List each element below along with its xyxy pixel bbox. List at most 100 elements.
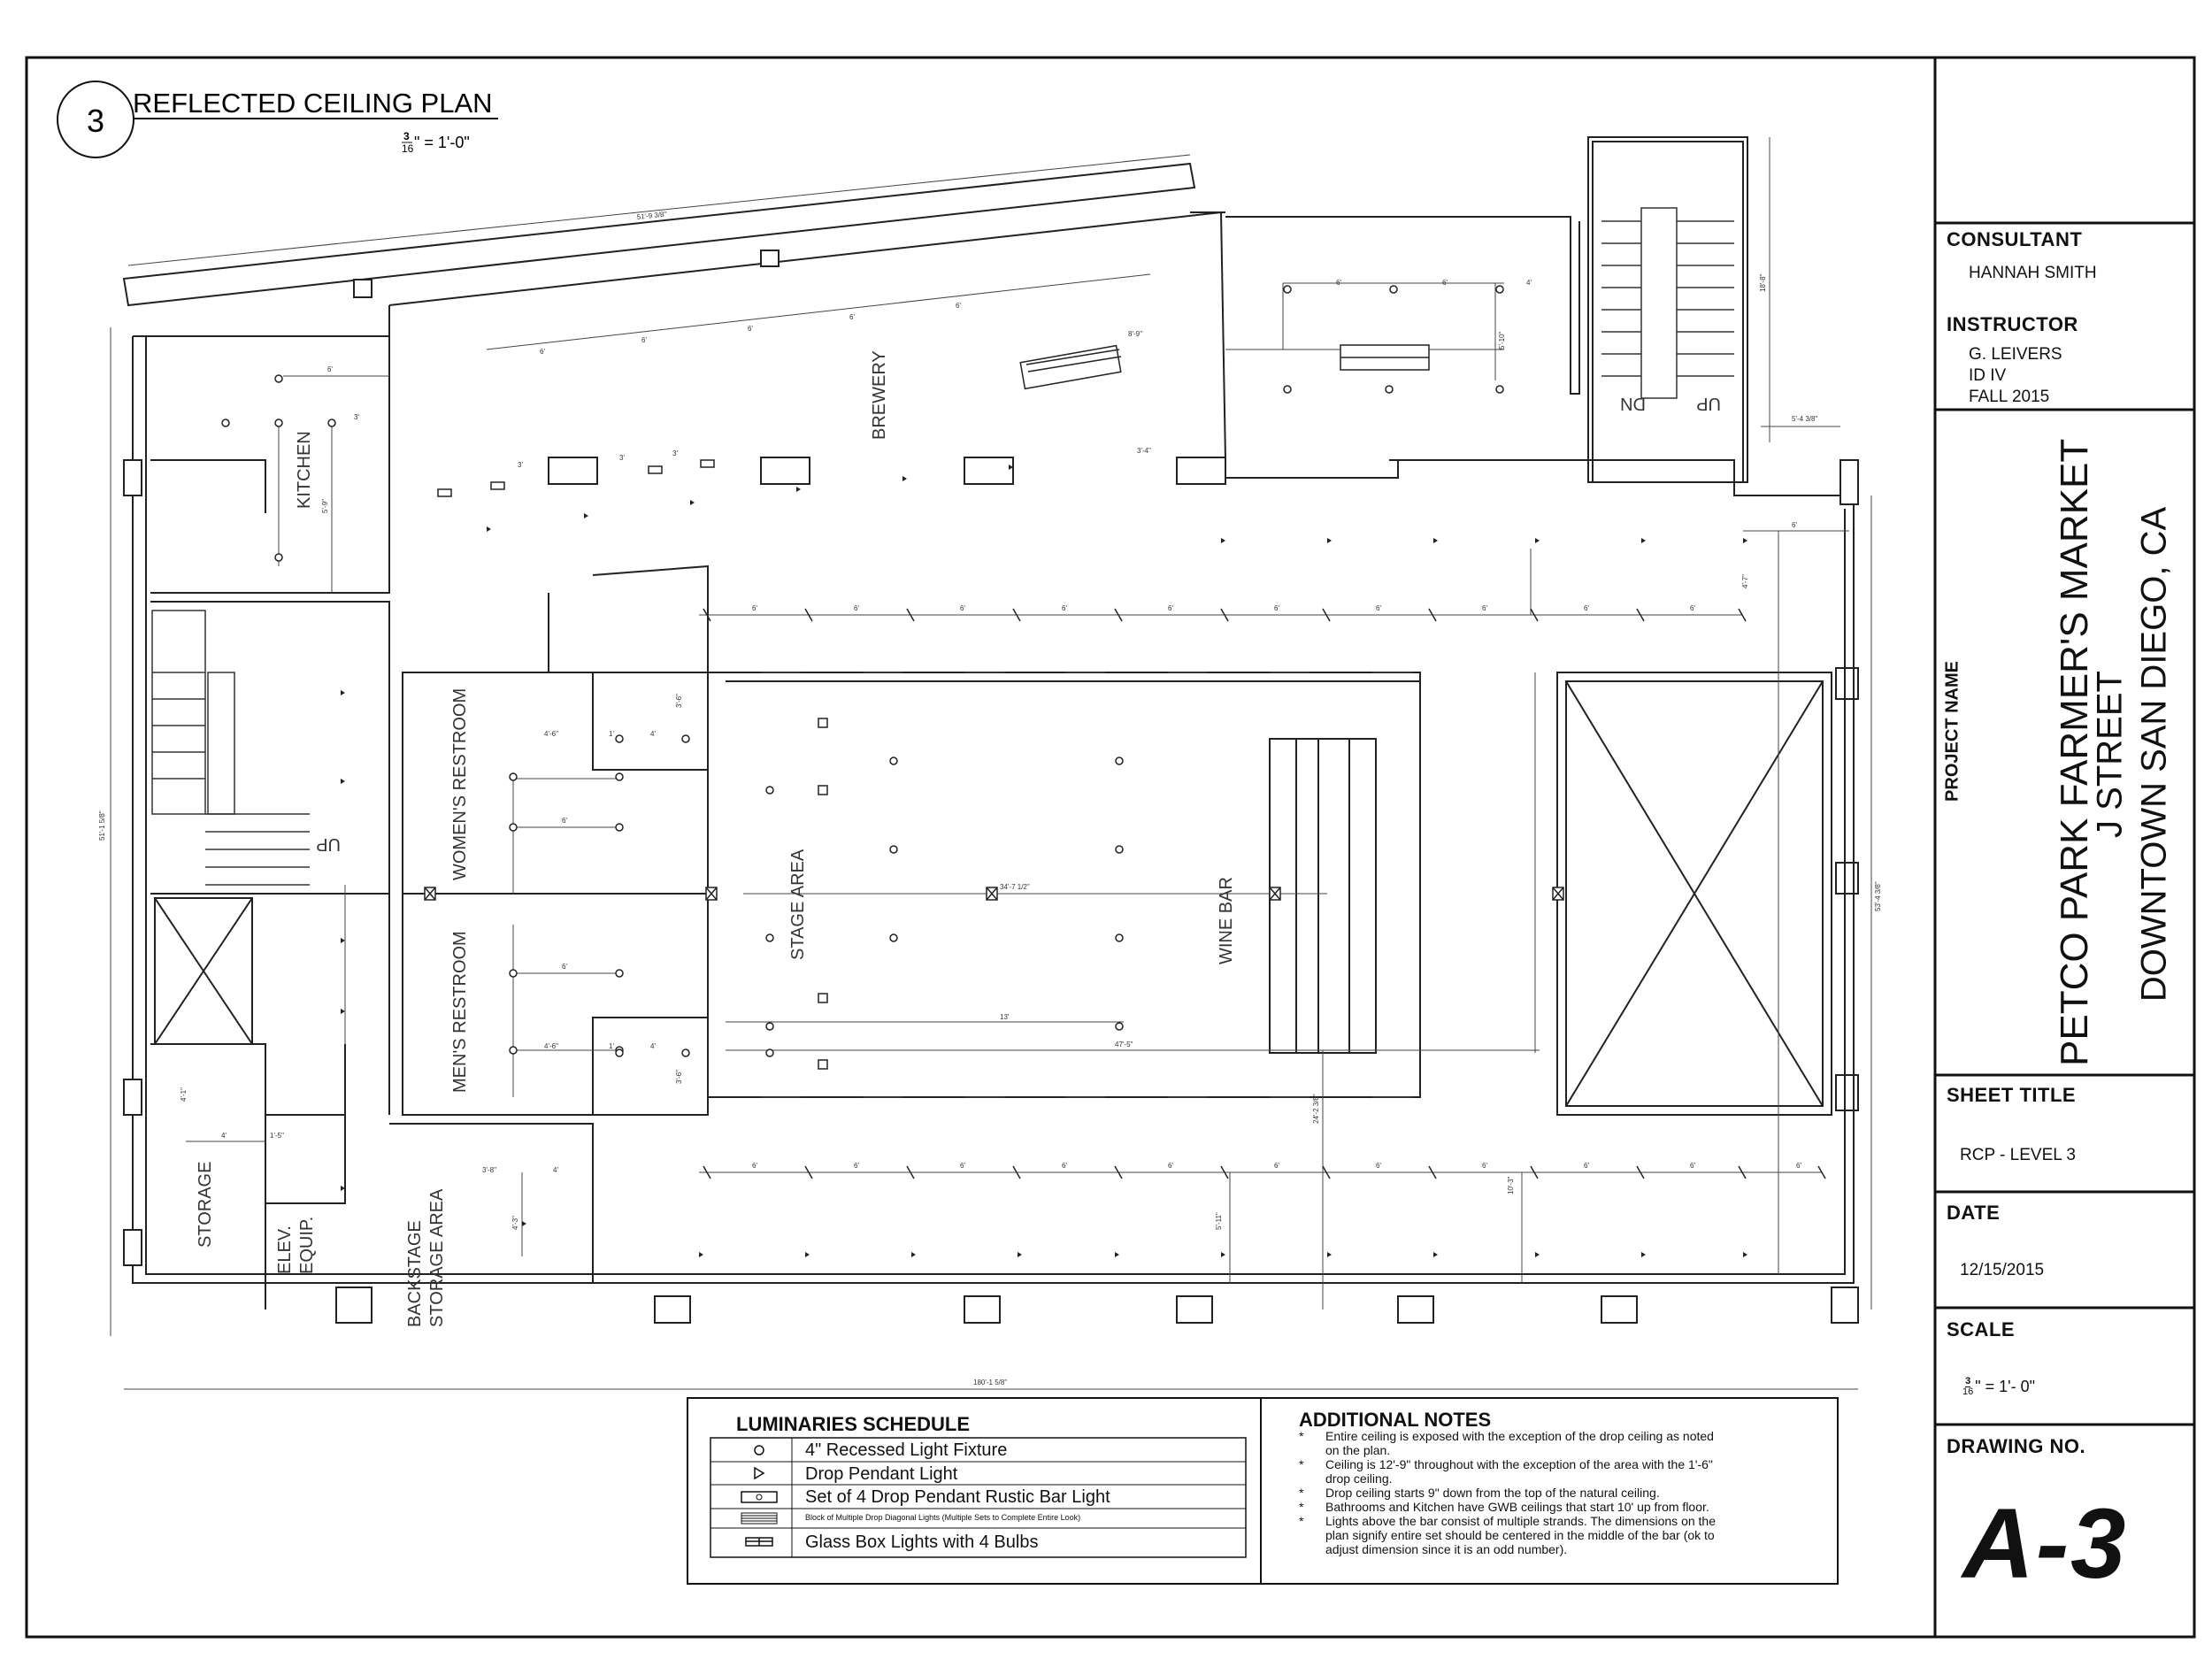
label-womens-restroom: WOMEN'S RESTROOM <box>450 688 470 880</box>
label-wine-bar: WINE BAR <box>1217 877 1236 964</box>
scale-rest: " = 1'- 0" <box>1975 1378 2035 1395</box>
dim-low-b: 10'-3" <box>1507 1176 1515 1194</box>
dim-brew-3a: 3' <box>518 461 523 469</box>
dim-w-6: 6' <box>562 817 567 825</box>
dim-brew-4: 4' <box>1526 279 1532 287</box>
dim-row-lower-9: 6' <box>1584 1162 1589 1170</box>
notes-list: *Entire ceiling is exposed with the exce… <box>1299 1429 1812 1556</box>
dim-m-a: 4'-6" <box>544 1042 558 1050</box>
project-line-2: J STREET <box>2090 671 2130 838</box>
dim-bottom-overall: 180'-1 5/8" <box>973 1379 1007 1386</box>
legend-label-pendant: Drop Pendant Light <box>805 1464 958 1484</box>
hatched-light-block <box>1025 349 1122 373</box>
dim-m-b: 3'-6" <box>675 1070 683 1084</box>
dim-w-b: 3'-6" <box>675 694 683 708</box>
legend-label-bar-light: Set of 4 Drop Pendant Rustic Bar Light <box>805 1487 1110 1507</box>
dim-stair-right: 18'-8" <box>1759 273 1767 292</box>
legend-symbol-recessed-icon <box>754 1445 764 1455</box>
drawing-number: A-3 <box>1962 1488 2128 1599</box>
dim-row-upper-8: 6' <box>1482 604 1487 612</box>
floor-plan <box>122 136 1859 1310</box>
dim-stor-b: 1'-5" <box>270 1132 284 1140</box>
legend-label-recessed: 4" Recessed Light Fixture <box>805 1440 1008 1460</box>
dimension-ticks <box>703 608 1826 1179</box>
legend-symbol-glass-box-icon <box>745 1537 773 1547</box>
dim-w-4: 4' <box>650 730 656 738</box>
dim-kit-3: 3' <box>354 413 359 421</box>
recessed-lights <box>221 285 1504 1057</box>
dim-brew-b: 3'-4" <box>1137 447 1151 455</box>
dim-kit-6: 6' <box>327 365 333 373</box>
dim-row-lower-11: 6' <box>1796 1162 1801 1170</box>
legend-symbol-table <box>710 1437 1247 1558</box>
scale-fraction: 3 16 <box>1962 1377 1973 1397</box>
legend-symbol-bar-light-icon-dot <box>756 1494 763 1501</box>
dim-w-a: 4'-6" <box>544 730 558 738</box>
dim-back-b: 4'-3" <box>511 1216 519 1230</box>
dim-brew-a: 8'-9" <box>1128 330 1142 338</box>
dim-row-upper-2: 6' <box>854 604 859 612</box>
note-item: *Bathrooms and Kitchen have GWB ceilings… <box>1299 1500 1709 1514</box>
dim-brew-3b: 3' <box>619 454 625 462</box>
dim-row-upper-7: 6' <box>1376 604 1381 612</box>
project-name-label: PROJECT NAME <box>1942 661 1962 802</box>
sheet-title-label: SHEET TITLE <box>1947 1084 2077 1106</box>
view-number: 3 <box>87 103 104 139</box>
dim-row-upper-4: 6' <box>1062 604 1067 612</box>
scale-numerator: 3 <box>1965 1376 1971 1387</box>
label-stair-dn: DN <box>1620 394 1646 413</box>
label-backstage-1: BACKSTAGE <box>405 1220 425 1327</box>
dim-row-lower-6: 6' <box>1274 1162 1279 1170</box>
dim-row-lower-2: 6' <box>854 1162 859 1170</box>
dim-m-c: 1' <box>609 1042 614 1050</box>
pendant-bar-lights <box>437 344 1430 497</box>
dim-brew-6g: 6' <box>1442 279 1448 287</box>
note-item: *Drop ceiling starts 9" down from the to… <box>1299 1486 1660 1500</box>
sheet-title-value: RCP - LEVEL 3 <box>1960 1146 2076 1164</box>
dim-brew-6e: 6' <box>956 302 961 310</box>
dim-brew-3c: 3' <box>672 449 678 457</box>
dim-left-overall: 51'-1 5/8" <box>98 810 106 841</box>
dim-back-4: 4' <box>553 1166 558 1174</box>
dim-row-lower-1: 6' <box>752 1162 757 1170</box>
legend-label-diagonal: Block of Multiple Drop Diagonal Lights (… <box>805 1513 1081 1522</box>
legend-row-lines <box>710 1438 1246 1557</box>
consultant-name: HANNAH SMITH <box>1969 264 2097 282</box>
dim-brew-6f: 6' <box>1336 279 1341 287</box>
drop-ceiling-area <box>707 672 1421 1098</box>
drop-pendant-lights <box>341 465 1747 1257</box>
dim-stor-4: 4' <box>221 1132 227 1140</box>
slanted-wall <box>122 162 1196 307</box>
label-backstage-2: STORAGE AREA <box>427 1188 447 1327</box>
dim-right-6: 6' <box>1792 521 1797 529</box>
note-item: *Ceiling is 12'-9" throughout with the e… <box>1299 1457 1713 1486</box>
dim-brew-6b: 6' <box>641 336 647 344</box>
label-stage-area: STAGE AREA <box>788 849 808 960</box>
dim-stage-long: 34'-7 1/2" <box>1000 883 1030 891</box>
label-mens-restroom: MEN'S RESTROOM <box>450 931 470 1093</box>
dim-row-lower-3: 6' <box>960 1162 965 1170</box>
wine-bar-lights <box>1269 738 1377 1054</box>
dim-row-lower-5: 6' <box>1168 1162 1173 1170</box>
dim-stair-side: 5'-4 3/8" <box>1792 415 1817 423</box>
label-elev-2: EQUIP. <box>297 1217 317 1274</box>
dim-row-upper-5: 6' <box>1168 604 1173 612</box>
label-brewery: BREWERY <box>870 350 889 440</box>
dim-brew-6c: 6' <box>748 325 753 333</box>
dim-upper-c: 4'-7" <box>1741 574 1749 588</box>
date-label: DATE <box>1947 1202 2001 1224</box>
dim-row-upper-1: 6' <box>752 604 757 612</box>
dim-row-upper-6: 6' <box>1274 604 1279 612</box>
drawing-no-label: DRAWING NO. <box>1947 1435 2086 1457</box>
dim-top-diag: 51'-9 3/8" <box>636 210 667 220</box>
instructor-line-1: G. LEIVERS <box>1969 345 2062 364</box>
sheet-border <box>25 56 2196 1639</box>
glass-box-lights <box>424 718 1564 1070</box>
room-labels: KITCHEN BREWERY WOMEN'S RESTROOM MEN'S R… <box>196 350 1721 1327</box>
label-storage: STORAGE <box>196 1162 215 1248</box>
dim-row-upper-10: 6' <box>1690 604 1695 612</box>
dim-row-lower-7: 6' <box>1376 1162 1381 1170</box>
legend-symbol-pendant-icon <box>754 1466 765 1480</box>
project-line-3: DOWNTOWN SAN DIEGO, CA <box>2134 506 2174 1002</box>
